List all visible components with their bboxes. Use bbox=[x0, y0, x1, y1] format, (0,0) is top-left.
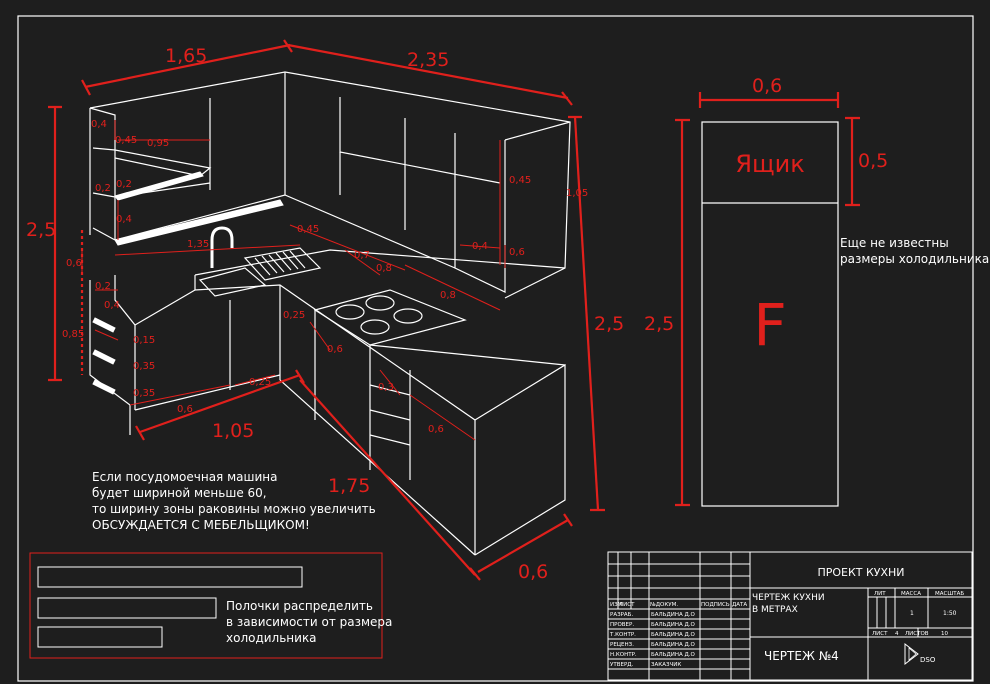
dimension-lines bbox=[48, 39, 860, 581]
logo: DSO bbox=[904, 642, 936, 666]
row-name: ЗАКАЗЧИК bbox=[651, 662, 681, 668]
fridge-note-line2: размеры холодильника bbox=[840, 252, 989, 266]
note-line: будет шириной меньше 60, bbox=[92, 486, 267, 500]
row-name: БАЛЬДИНА Д.О bbox=[651, 652, 696, 658]
title-block bbox=[607, 551, 973, 681]
dishwasher-note: Если посудомоечная машина будет шириной … bbox=[92, 470, 376, 532]
dim-0-6-bottom: 0,6 bbox=[518, 561, 548, 583]
row-role: РАЗРАБ. bbox=[610, 612, 633, 618]
mass-value: 1 bbox=[910, 610, 914, 617]
dim-small: 0,25 bbox=[249, 377, 271, 388]
dim-small: 0,6 bbox=[428, 424, 444, 435]
dim-small: 1,05 bbox=[566, 188, 588, 199]
dim-0-5-fridge: 0,5 bbox=[858, 150, 888, 172]
row-name: БАЛЬДИНА Д.О bbox=[651, 642, 696, 648]
logo-text: DSO bbox=[920, 656, 936, 664]
sheets-value: 10 bbox=[941, 631, 948, 637]
row-role: УТВЕРД. bbox=[610, 662, 634, 668]
shelves-note: Полочки распределить в зависимости от ра… bbox=[226, 599, 392, 645]
title-block-text: ПРОЕКТ КУХНИ ЧЕРТЕЖ КУХНИ В МЕТРАХ ЧЕРТЕ… bbox=[609, 566, 964, 668]
dim-small: 0,45 bbox=[509, 175, 531, 186]
col-header: ИЗМ bbox=[610, 602, 623, 608]
dim-small: 1,35 bbox=[187, 239, 209, 250]
dim-small: 0,45 bbox=[297, 224, 319, 235]
scale-value: 1:50 bbox=[943, 610, 957, 617]
mass-label: МАССА bbox=[901, 591, 921, 597]
fridge-letter: F bbox=[753, 291, 786, 359]
row-name: БАЛЬДИНА Д.О bbox=[651, 612, 696, 618]
note-line: Полочки распределить bbox=[226, 599, 373, 613]
lit-label: ЛИТ bbox=[874, 591, 886, 597]
dim-1-65: 1,65 bbox=[165, 45, 207, 67]
dim-1-75: 1,75 bbox=[328, 475, 370, 497]
col-header: ДАТА bbox=[732, 602, 747, 608]
dim-1-05: 1,05 bbox=[212, 420, 254, 442]
dim-small: 0,2 bbox=[95, 183, 111, 194]
dim-2-5-mid: 2,5 bbox=[594, 313, 624, 335]
shelves-note-box bbox=[29, 552, 383, 659]
col-header: ПОДПИСЬ bbox=[701, 602, 730, 608]
dim-2-5-left: 2,5 bbox=[26, 219, 56, 241]
dim-small: 0,15 bbox=[133, 335, 155, 346]
placeholder-bar bbox=[37, 597, 217, 619]
row-name: БАЛЬДИНА Д.О bbox=[651, 622, 696, 628]
sheet-title: ЧЕРТЕЖ №4 bbox=[764, 649, 839, 663]
sheets-label: ЛИСТОВ bbox=[905, 631, 929, 637]
col-header: №ДОКУМ. bbox=[650, 602, 678, 608]
fridge-note-line1: Еще не известны bbox=[840, 236, 949, 250]
shelf-highlights bbox=[92, 171, 284, 395]
dim-small: 0,6 bbox=[66, 258, 82, 269]
scale-label: МАСШТАБ bbox=[935, 591, 964, 597]
fridge: Ящик F bbox=[701, 121, 839, 507]
dim-small: 0,4 bbox=[116, 214, 132, 225]
dim-small: 0,6 bbox=[177, 404, 193, 415]
drawing-frame bbox=[17, 15, 974, 682]
dim-small: 0,45 bbox=[115, 135, 137, 146]
sheet-value: 4 bbox=[895, 631, 899, 637]
dim-small: 0,35 bbox=[133, 361, 155, 372]
dim-small: 0,8 bbox=[440, 290, 456, 301]
note-line: холодильника bbox=[226, 631, 317, 645]
row-role: ПРОВЕР. bbox=[610, 622, 634, 628]
note-line: Если посудомоечная машина bbox=[92, 470, 277, 484]
dim-small: 0,85 bbox=[62, 329, 84, 340]
row-name: БАЛЬДИНА Д.О bbox=[651, 632, 696, 638]
sheet-label: ЛИСТ bbox=[872, 631, 888, 637]
kitchen-isometric bbox=[89, 71, 571, 556]
drawing-name-1: ЧЕРТЕЖ КУХНИ bbox=[752, 593, 825, 603]
dim-small: 0,7 bbox=[354, 250, 370, 261]
project-title: ПРОЕКТ КУХНИ bbox=[817, 566, 904, 579]
dim-small: 0,8 bbox=[376, 263, 392, 274]
dim-small: 0,95 bbox=[147, 138, 169, 149]
placeholder-bar bbox=[37, 626, 163, 648]
dim-small: 0,6 bbox=[509, 247, 525, 258]
row-role: РЕЦЕНЗ. bbox=[610, 642, 634, 648]
dim-small: 0,4 bbox=[91, 119, 107, 130]
dimension-lines-thin bbox=[81, 120, 506, 441]
dim-small: 0,25 bbox=[283, 310, 305, 321]
dim-small: 0,3 bbox=[378, 382, 394, 393]
row-role: Т.КОНТР. bbox=[609, 632, 636, 638]
dim-small: 0,4 bbox=[472, 241, 488, 252]
note-line: в зависимости от размера bbox=[226, 615, 392, 629]
dim-small: 0,4 bbox=[104, 300, 120, 311]
dim-small: 0,2 bbox=[95, 281, 111, 292]
dim-0-6-fridge: 0,6 bbox=[752, 75, 782, 97]
dim-small: 0,6 bbox=[327, 344, 343, 355]
placeholder-bar bbox=[37, 566, 303, 588]
drawing-name-2: В МЕТРАХ bbox=[752, 605, 798, 615]
fridge-box-label: Ящик bbox=[735, 150, 804, 178]
dim-small: 0,35 bbox=[133, 388, 155, 399]
dim-2-35: 2,35 bbox=[407, 49, 449, 71]
note-line: ОБСУЖДАЕТСЯ С МЕБЕЛЬЩИКОМ! bbox=[92, 518, 310, 532]
note-line: то ширину зоны раковины можно увеличить bbox=[92, 502, 376, 516]
dim-2-5-fridge: 2,5 bbox=[644, 313, 674, 335]
row-role: Н.КОНТР. bbox=[610, 652, 637, 658]
col-header: ЛИСТ bbox=[619, 602, 635, 608]
dim-small: 0,2 bbox=[116, 179, 132, 190]
